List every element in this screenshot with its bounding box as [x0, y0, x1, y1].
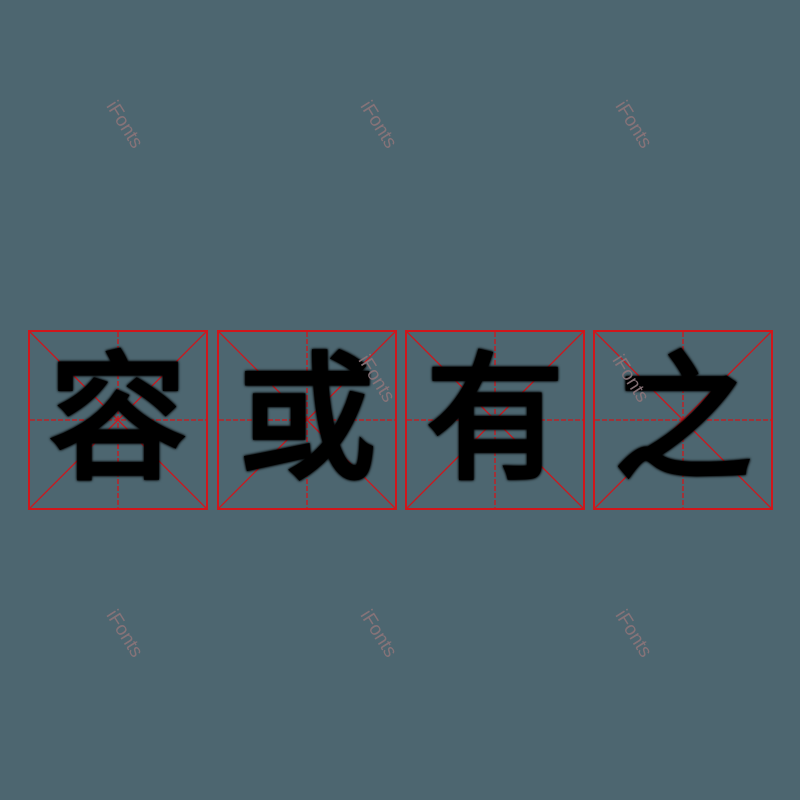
- grid-guides-icon: [595, 332, 771, 508]
- watermark-text: iFonts: [610, 606, 656, 662]
- character-box-3: 有: [405, 330, 585, 510]
- watermark-text: iFonts: [355, 606, 401, 662]
- grid-guides-icon: [407, 332, 583, 508]
- character-box-4: 之: [593, 330, 773, 510]
- character-box-2: 或: [217, 330, 397, 510]
- character-box-1: 容: [28, 330, 208, 510]
- watermark-text: iFonts: [101, 97, 147, 153]
- character-glyph: 之: [613, 339, 752, 500]
- character-glyph: 容: [48, 339, 187, 500]
- character-glyph: 有: [425, 339, 564, 500]
- grid-guides-icon: [30, 332, 206, 508]
- character-glyph: 或: [237, 339, 376, 500]
- watermark-text: iFonts: [355, 97, 401, 153]
- grid-guides-icon: [219, 332, 395, 508]
- watermark-text: iFonts: [610, 97, 656, 153]
- watermark-text: iFonts: [101, 606, 147, 662]
